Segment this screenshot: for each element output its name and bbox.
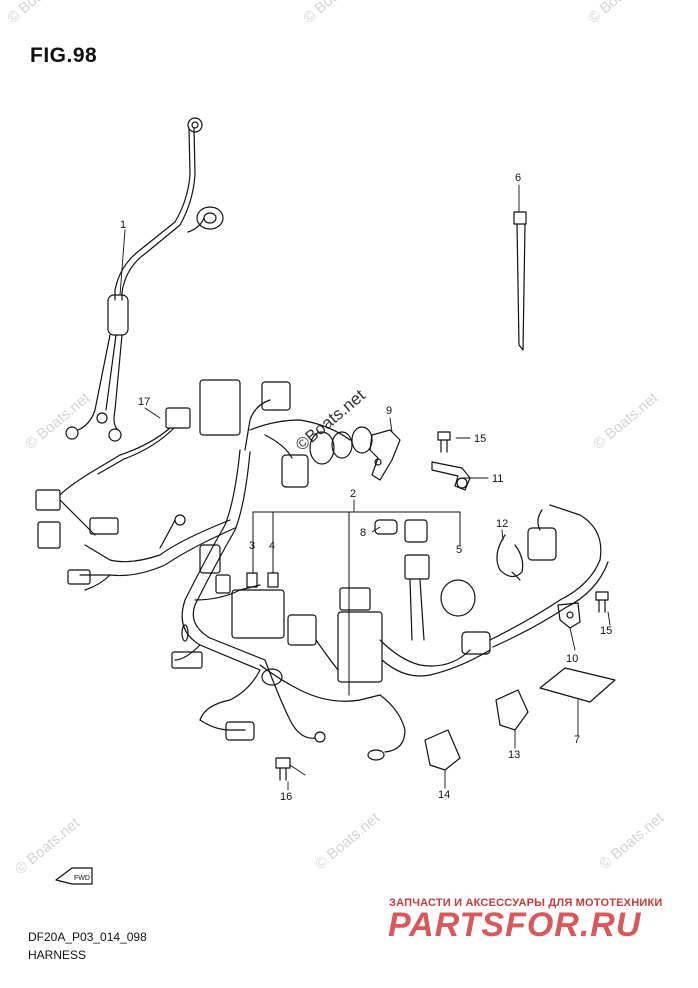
part-17-sub-harness (35, 407, 191, 549)
callout-11: 11 (492, 473, 503, 485)
part-12-band (496, 534, 524, 581)
part-6-cable-tie (513, 211, 527, 351)
callout-3: 3 (249, 540, 255, 552)
part-3-fuse (246, 572, 258, 588)
callout-1: 1 (120, 219, 126, 231)
callout-6: 6 (515, 172, 521, 184)
fwd-label: FWD (74, 875, 90, 882)
callout-15: 15 (474, 433, 486, 445)
figure-title: FIG.98 (30, 44, 98, 67)
callout-5: 5 (456, 544, 462, 556)
callout-4: 4 (269, 540, 275, 552)
callout-numbers: 1 2 3 4 5 6 7 8 9 10 11 12 13 14 15 15 1… (120, 172, 612, 803)
leader-lines (119, 184, 611, 791)
part-7-sheet (539, 667, 616, 703)
part-11-clamp (431, 461, 471, 491)
part-16-bolt (275, 757, 291, 781)
fwd-arrow-icon: FWD (55, 867, 93, 885)
callout-10: 10 (566, 653, 578, 665)
advert-tagline: ЗАПЧАСТИ И АКСЕССУАРЫ ДЛЯ МОТОТЕХНИКИ (389, 897, 663, 909)
callout-15: 15 (600, 625, 612, 637)
part-10-stay (557, 602, 581, 629)
callout-13: 13 (508, 749, 520, 761)
part-13-clip (495, 689, 529, 731)
part-15-bolt (595, 591, 609, 613)
callout-7: 7 (574, 734, 580, 746)
figure-code: DF20A_P03_014_098 (28, 930, 147, 944)
part-14-clip (424, 729, 461, 771)
main-wiring-harness (67, 379, 609, 761)
part-8-cap (374, 519, 428, 543)
part-15-bolt (437, 431, 451, 453)
figure-name: HARNESS (28, 948, 87, 962)
callout-14: 14 (438, 789, 450, 801)
callout-17: 17 (138, 396, 150, 408)
part-4-fuse (267, 572, 279, 588)
callout-16: 16 (280, 791, 292, 803)
part-9-bracket (369, 429, 401, 481)
callout-2: 2 (350, 488, 356, 500)
advert-logo[interactable]: PARTSFOR.RU (388, 906, 642, 944)
leader-line (252, 511, 461, 696)
callout-8: 8 (360, 527, 366, 539)
callout-12: 12 (496, 518, 508, 530)
part-1-battery-cable (65, 117, 224, 442)
callout-9: 9 (386, 405, 392, 417)
